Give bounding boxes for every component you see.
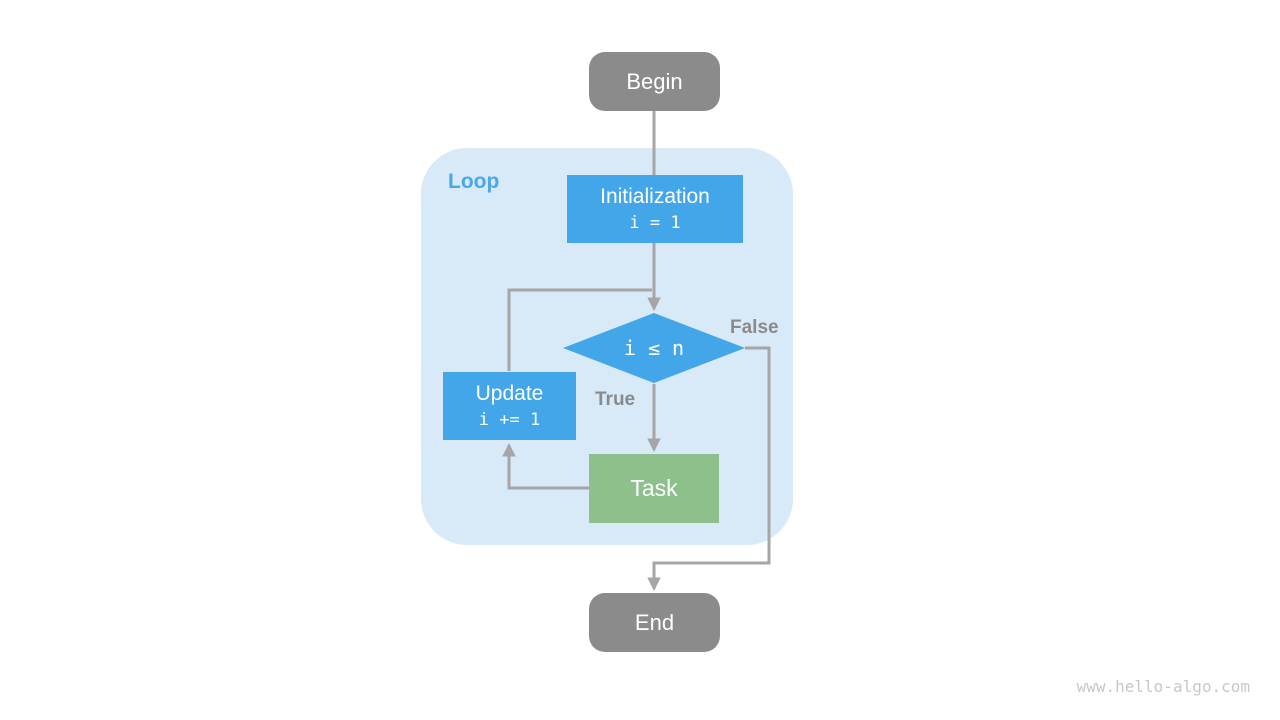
edge-condition-false-to-end: [647, 346, 771, 592]
node-initialization: Initialization i = 1: [567, 175, 743, 243]
edge-label-false: False: [730, 317, 779, 338]
node-begin: Begin: [589, 52, 720, 111]
node-task: Task: [589, 454, 719, 523]
node-update-title: Update: [475, 382, 544, 406]
node-condition-code: i ≤ n: [623, 335, 685, 360]
node-end-label: End: [634, 609, 675, 635]
node-initialization-code: i = 1: [629, 212, 681, 233]
watermark: www.hello-algo.com: [1076, 677, 1250, 696]
node-task-label: Task: [630, 475, 678, 501]
edge-label-true: True: [595, 389, 636, 410]
node-initialization-title: Initialization: [600, 185, 710, 209]
loop-container-label: Loop: [448, 170, 500, 193]
edge-task-to-update: [502, 442, 589, 490]
node-update-code: i += 1: [478, 409, 541, 430]
node-begin-label: Begin: [626, 68, 683, 94]
edge-update-loopback: [507, 288, 652, 371]
node-end: End: [589, 593, 720, 652]
node-update: Update i += 1: [443, 372, 576, 440]
